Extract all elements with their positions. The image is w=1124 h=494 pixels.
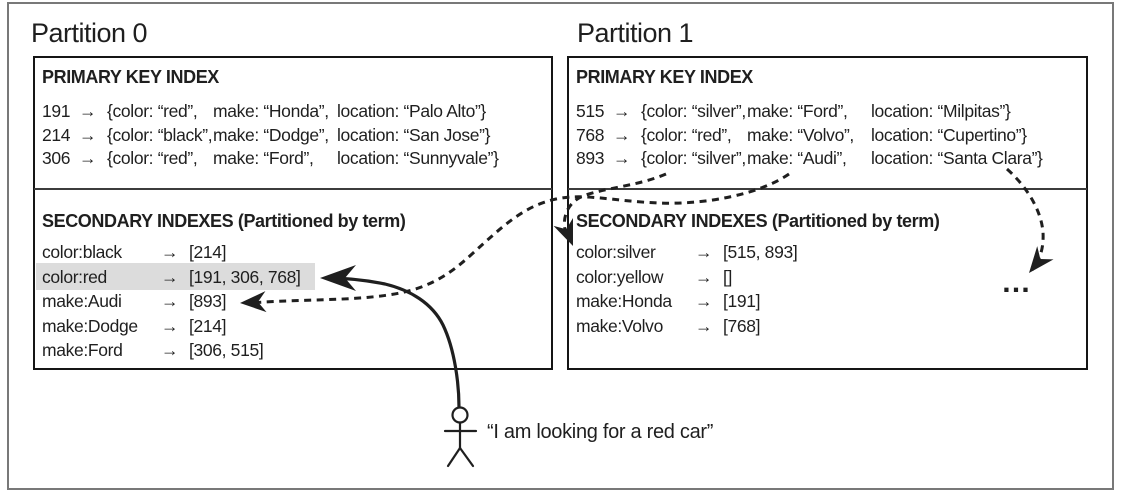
maps-to-arrow: → (161, 315, 179, 336)
field-color: {color: “silver”, (641, 148, 746, 168)
secondary-entry-make-volvo: make:Volvo → [768] (576, 314, 797, 339)
field-location: location: “Milpitas”} (871, 101, 1011, 121)
index-term: make:Honda (576, 291, 672, 311)
maps-to-arrow: → (161, 266, 179, 287)
secondary-entry-color-red: color:red → [191, 306, 768] (42, 265, 301, 290)
field-location: location: “Santa Clara”} (871, 148, 1043, 168)
field-location: location: “Cupertino”} (871, 124, 1027, 145)
record-id: 768 (576, 124, 605, 145)
posting-list: [306, 515] (189, 340, 264, 360)
secondary-entry-color-silver: color:silver → [515, 893] (576, 240, 798, 265)
maps-to-arrow: → (613, 148, 631, 168)
field-color: {color: “black”, (107, 124, 213, 145)
field-location: location: “Sunnyvale”} (337, 148, 499, 168)
primary-key-row-191: 191 → {color: “red”, make: “Honda”, location… (42, 100, 499, 124)
field-color: {color: “red”, (107, 148, 198, 168)
posting-list: [768] (723, 315, 761, 336)
partition1-primary-index-header: PRIMARY KEY INDEX (576, 67, 753, 87)
maps-to-arrow: → (613, 101, 631, 121)
index-term: color:yellow (576, 266, 664, 287)
index-section-divider (34, 188, 552, 190)
field-color: {color: “silver”, (641, 101, 746, 121)
user-query-caption: “I am looking for a red car” (487, 421, 714, 443)
index-term: make:Volvo (576, 315, 663, 336)
primary-key-row-768: 768 → {color: “red”, make: “Volvo”, location… (576, 124, 1043, 148)
maps-to-arrow: → (79, 148, 97, 168)
record-id: 306 (42, 148, 71, 168)
figure-border (7, 2, 1114, 490)
secondary-entry-make-dodge: make:Dodge → [214] (42, 314, 301, 339)
field-make: make: “Ford”, (747, 101, 848, 121)
record-id: 214 (42, 124, 71, 145)
index-term: make:Ford (42, 340, 123, 360)
maps-to-arrow: → (79, 124, 97, 145)
maps-to-arrow: → (161, 291, 179, 311)
posting-list: [] (723, 266, 733, 287)
secondary-entry-color-black: color:black → [214] (42, 240, 301, 265)
partition0-primary-rows: 191 → {color: “red”, make: “Honda”, location… (42, 100, 499, 171)
maps-to-arrow: → (695, 315, 713, 336)
record-id: 893 (576, 148, 605, 168)
primary-key-row-515: 515 → {color: “silver”,make: “Ford”, locati… (576, 100, 1043, 124)
posting-list: [191, 306, 768] (189, 266, 301, 287)
secondary-entry-make-honda: make:Honda → [191] (576, 289, 797, 314)
maps-to-arrow: → (161, 242, 179, 262)
partition1-title: Partition 1 (577, 18, 694, 48)
record-id: 191 (42, 101, 71, 121)
maps-to-arrow: → (695, 291, 713, 311)
posting-list: [191] (723, 291, 761, 311)
partition0-secondary-rows: color:black → [214] color:red → [191, 306, 7… (42, 240, 301, 363)
posting-list: [515, 893] (723, 242, 798, 262)
primary-key-row-306: 306 → {color: “red”, make: “Ford”, location:… (42, 147, 499, 171)
index-term: color:black (42, 242, 122, 262)
index-term: make:Audi (42, 291, 122, 311)
posting-list: [214] (189, 242, 227, 262)
record-id: 515 (576, 101, 605, 121)
maps-to-arrow: → (161, 340, 179, 360)
secondary-entry-color-yellow: color:yellow → [] (576, 265, 797, 290)
index-term: color:red (42, 266, 107, 287)
field-location: location: “San Jose”} (337, 124, 491, 145)
partition1-secondary-index-header: SECONDARY INDEXES (Partitioned by term) (576, 211, 940, 231)
partition0-box: PRIMARY KEY INDEX 191 → {color: “red”, make… (33, 56, 553, 370)
partition1-secondary-rows: color:silver→[515, 893] color:yellow→[] … (576, 240, 798, 339)
posting-list: [214] (189, 315, 227, 336)
maps-to-arrow: → (79, 101, 97, 121)
partition1-primary-rows: 515→{color: “silver”,make: “Ford”,locati… (576, 100, 1043, 171)
field-make: make: “Audi”, (747, 148, 847, 168)
index-term: make:Dodge (42, 315, 138, 336)
posting-list: [893] (189, 291, 227, 311)
primary-key-row-893: 893 → {color: “silver”,make: “Audi”, locati… (576, 147, 1043, 171)
secondary-entry-make-ford: make:Ford → [306, 515] (42, 338, 301, 363)
maps-to-arrow: → (695, 242, 713, 262)
maps-to-arrow: → (613, 124, 631, 145)
field-color: {color: “red”, (641, 124, 732, 145)
partition0-title: Partition 0 (31, 18, 148, 48)
partition0-primary-index-header: PRIMARY KEY INDEX (42, 67, 219, 87)
index-term: color:silver (576, 242, 656, 262)
partition1-box: PRIMARY KEY INDEX 515→{color: “silver”,m… (567, 56, 1088, 370)
primary-key-row-214: 214 → {color: “black”,make: “Dodge”, locati… (42, 124, 499, 148)
partition0-secondary-index-header: SECONDARY INDEXES (Partitioned by term) (42, 211, 406, 231)
field-make: make: “Volvo”, (747, 124, 854, 145)
secondary-entry-make-audi: make:Audi → [893] (42, 289, 301, 314)
field-make: make: “Ford”, (213, 148, 314, 168)
more-partitions-ellipsis: … (1001, 266, 1033, 299)
maps-to-arrow: → (695, 266, 713, 287)
field-make: make: “Honda”, (213, 101, 329, 121)
index-section-divider (568, 188, 1087, 190)
field-location: location: “Palo Alto”} (337, 101, 486, 121)
field-color: {color: “red”, (107, 101, 198, 121)
field-make: make: “Dodge”, (213, 124, 329, 145)
